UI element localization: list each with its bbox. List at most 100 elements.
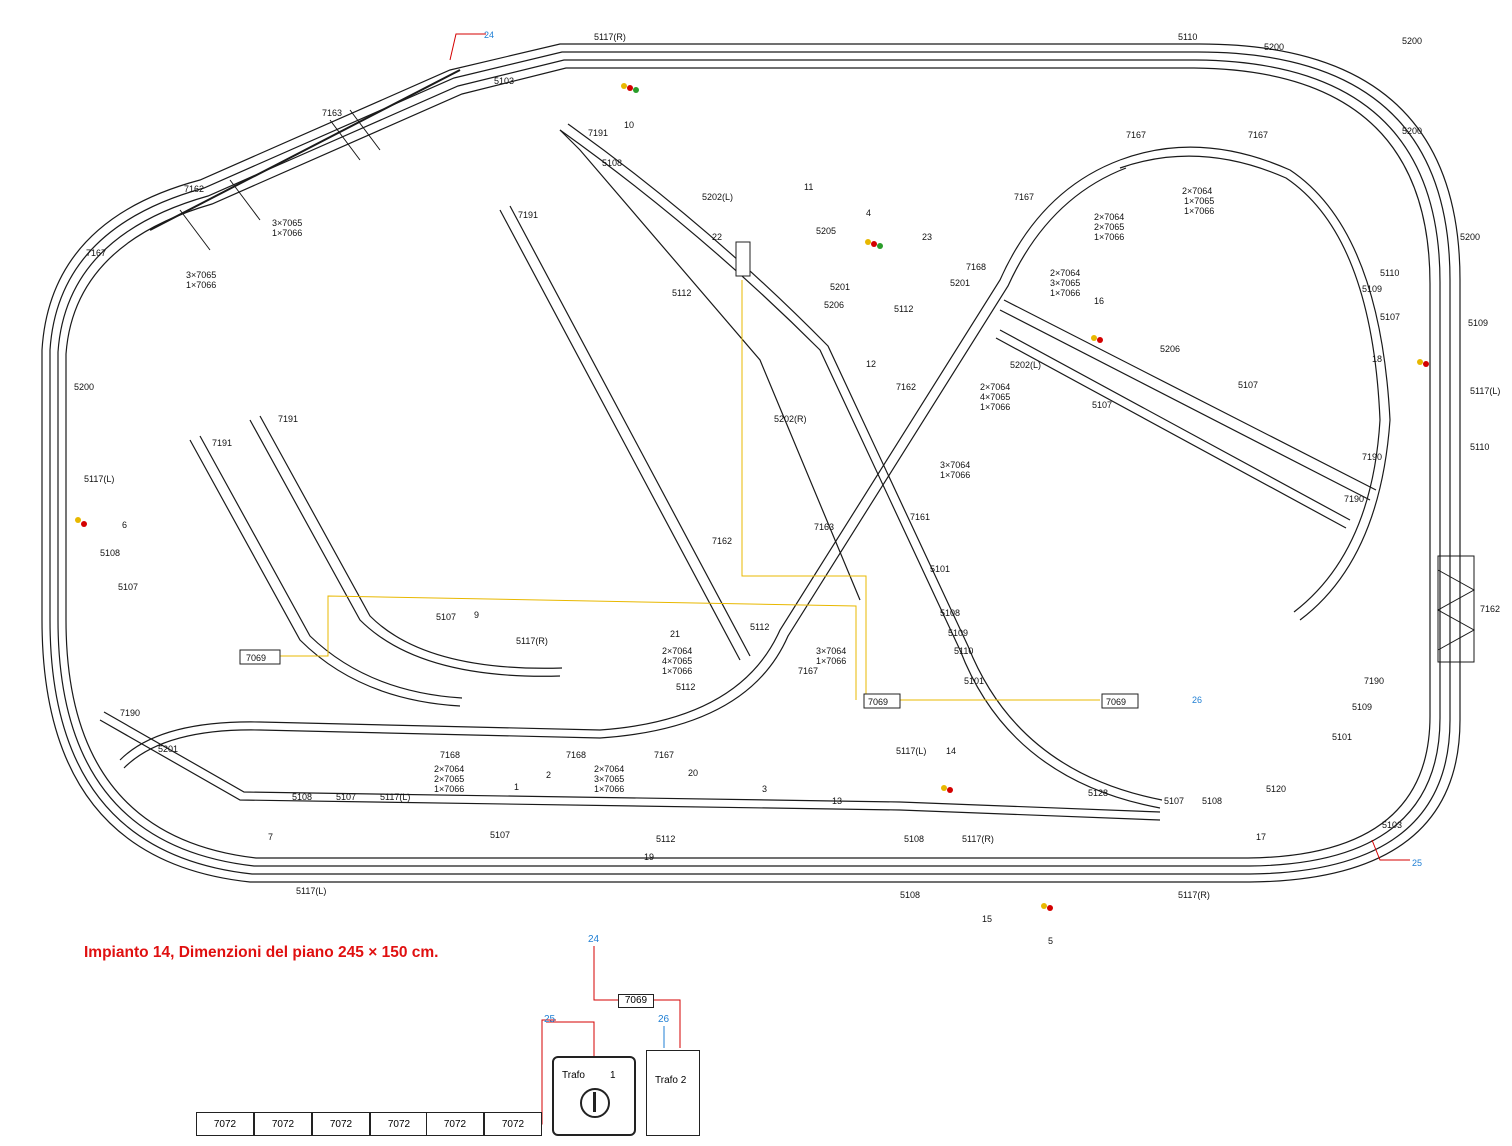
- label-7066-e: 1×7066: [1050, 288, 1080, 298]
- label-7064-i: 2×7064: [662, 646, 692, 656]
- controller-7072-6[interactable]: 7072: [484, 1112, 542, 1136]
- outer-loop-track: [41, 43, 1461, 883]
- label-5117R-top: 5117(R): [594, 32, 626, 42]
- wire-25-right: 25: [1412, 858, 1422, 868]
- sig-13: 13: [832, 796, 842, 806]
- label-7065-i: 4×7065: [662, 656, 692, 666]
- label-7069-right: 7069: [1106, 697, 1126, 707]
- sig-19: 19: [644, 852, 654, 862]
- sig-6: 6: [122, 520, 127, 530]
- sig-20: 20: [688, 768, 698, 778]
- label-7167-e: 7167: [798, 666, 818, 676]
- label-5128: 5128: [1088, 788, 1108, 798]
- label-7191-a: 7191: [588, 128, 608, 138]
- label-5117R-d: 5117(R): [516, 636, 548, 646]
- track-labels: 5117(R) 5110 5200 5103 7163 7162 3×7065 …: [74, 32, 1500, 900]
- label-5108-e: 5108: [292, 792, 312, 802]
- sig-14: 14: [946, 746, 956, 756]
- trafo-1[interactable]: Trafo 1: [552, 1056, 636, 1136]
- label-7190-b: 7190: [1344, 494, 1364, 504]
- sig-22: 22: [712, 232, 722, 242]
- label-7162-c: 7162: [712, 536, 732, 546]
- controller-7072-3[interactable]: 7072: [312, 1112, 370, 1136]
- label-5101-b: 5101: [964, 676, 984, 686]
- label-7064-j: 3×7064: [816, 646, 846, 656]
- controller-label: 7072: [213, 1118, 237, 1130]
- label-5205: 5205: [816, 226, 836, 236]
- label-7168-b: 7168: [440, 750, 460, 760]
- label-5112-a: 5112: [672, 288, 691, 298]
- label-5120: 5120: [1266, 784, 1286, 794]
- label-5107-h: 5107: [436, 612, 456, 622]
- label-7064-e: 2×7064: [980, 382, 1010, 392]
- controller-7072-5[interactable]: 7072: [426, 1112, 484, 1136]
- label-5112-c: 5112: [656, 834, 675, 844]
- wire-26-mid: 26: [1192, 695, 1202, 705]
- label-7190-c: 7190: [1364, 676, 1384, 686]
- switch-box-7069[interactable]: 7069: [618, 994, 654, 1008]
- label-7191-b: 7191: [518, 210, 538, 220]
- bridge-structures: [149, 69, 1476, 663]
- label-5109-a: 5109: [948, 628, 968, 638]
- label-5201-c: 5201: [158, 744, 178, 754]
- label-5107-f: 5107: [336, 792, 356, 802]
- label-5117L-c: 5117(L): [380, 792, 410, 802]
- label-5108-f: 5108: [904, 834, 924, 844]
- controller-7072-2[interactable]: 7072: [254, 1112, 312, 1136]
- label-7167-c: 7167: [1014, 192, 1034, 202]
- label-5202L-b: 5202(L): [1010, 360, 1041, 370]
- label-7069-mid: 7069: [868, 697, 888, 707]
- label-5101-a: 5101: [930, 564, 950, 574]
- label-7066-g: 1×7066: [940, 470, 970, 480]
- label-5110-top: 5110: [1178, 32, 1197, 42]
- label-7065-e: 4×7065: [980, 392, 1010, 402]
- label-5109-d: 5109: [1352, 702, 1372, 712]
- label-1x7066-c: 1×7066: [1184, 206, 1214, 216]
- sig-15: 15: [982, 914, 992, 924]
- label-5200-c: 5200: [1402, 126, 1422, 136]
- label-7065-c: 2×7065: [1094, 222, 1124, 232]
- sig-16: 16: [1094, 296, 1104, 306]
- label-5112-e: 5112: [750, 622, 769, 632]
- label-3x7065-a: 3×7065: [272, 218, 302, 228]
- label-5107-d: 5107: [1380, 312, 1400, 322]
- sig-21: 21: [670, 629, 680, 639]
- label-7064-h: 2×7064: [594, 764, 624, 774]
- label-5202R: 5202(R): [774, 414, 807, 424]
- label-7066-h: 1×7066: [434, 784, 464, 794]
- sig-1: 1: [514, 782, 519, 792]
- controller-7072-1[interactable]: 7072: [196, 1112, 254, 1136]
- label-5112-b: 5112: [894, 304, 913, 314]
- label-5200-top: 5200: [1264, 42, 1284, 52]
- label-5109-b: 5109: [1362, 284, 1382, 294]
- label-7190-d: 7190: [120, 708, 140, 718]
- sig-17: 17: [1256, 832, 1266, 842]
- label-5201-a: 5201: [830, 282, 850, 292]
- label-5108-g: 5108: [900, 890, 920, 900]
- label-5200-b: 5200: [1402, 36, 1422, 46]
- label-7167-left: 7167: [86, 248, 106, 258]
- wire-26-label: 26: [658, 1014, 670, 1025]
- label-5110-b: 5110: [954, 646, 973, 656]
- label-7167-d: 7167: [654, 750, 674, 760]
- switch-box-7069-markers: [239, 241, 1139, 709]
- label-1x7066-a: 1×7066: [272, 228, 302, 238]
- controller-7072-4[interactable]: 7072: [370, 1112, 428, 1136]
- label-7161: 7161: [910, 512, 930, 522]
- label-5107-e: 5107: [1164, 796, 1184, 806]
- label-7064-f: 3×7064: [940, 460, 970, 470]
- sig-9: 9: [474, 610, 479, 620]
- label-5206: 5206: [824, 300, 844, 310]
- trafo-2[interactable]: Trafo 2: [646, 1050, 700, 1136]
- label-7191-d: 7191: [278, 414, 298, 424]
- label-7191-c: 7191: [212, 438, 232, 448]
- label-5107-left: 5107: [118, 582, 138, 592]
- sig-12: 12: [866, 359, 876, 369]
- label-5107-c: 5107: [1092, 400, 1112, 410]
- label-7065-h: 3×7065: [594, 774, 624, 784]
- label-5108-c: 5108: [940, 608, 960, 618]
- controller-label: 7072: [387, 1118, 411, 1130]
- label-5112-d: 5112: [676, 682, 695, 692]
- trafo-knob-icon[interactable]: [580, 1088, 610, 1118]
- wire-24-top: 24: [484, 30, 494, 40]
